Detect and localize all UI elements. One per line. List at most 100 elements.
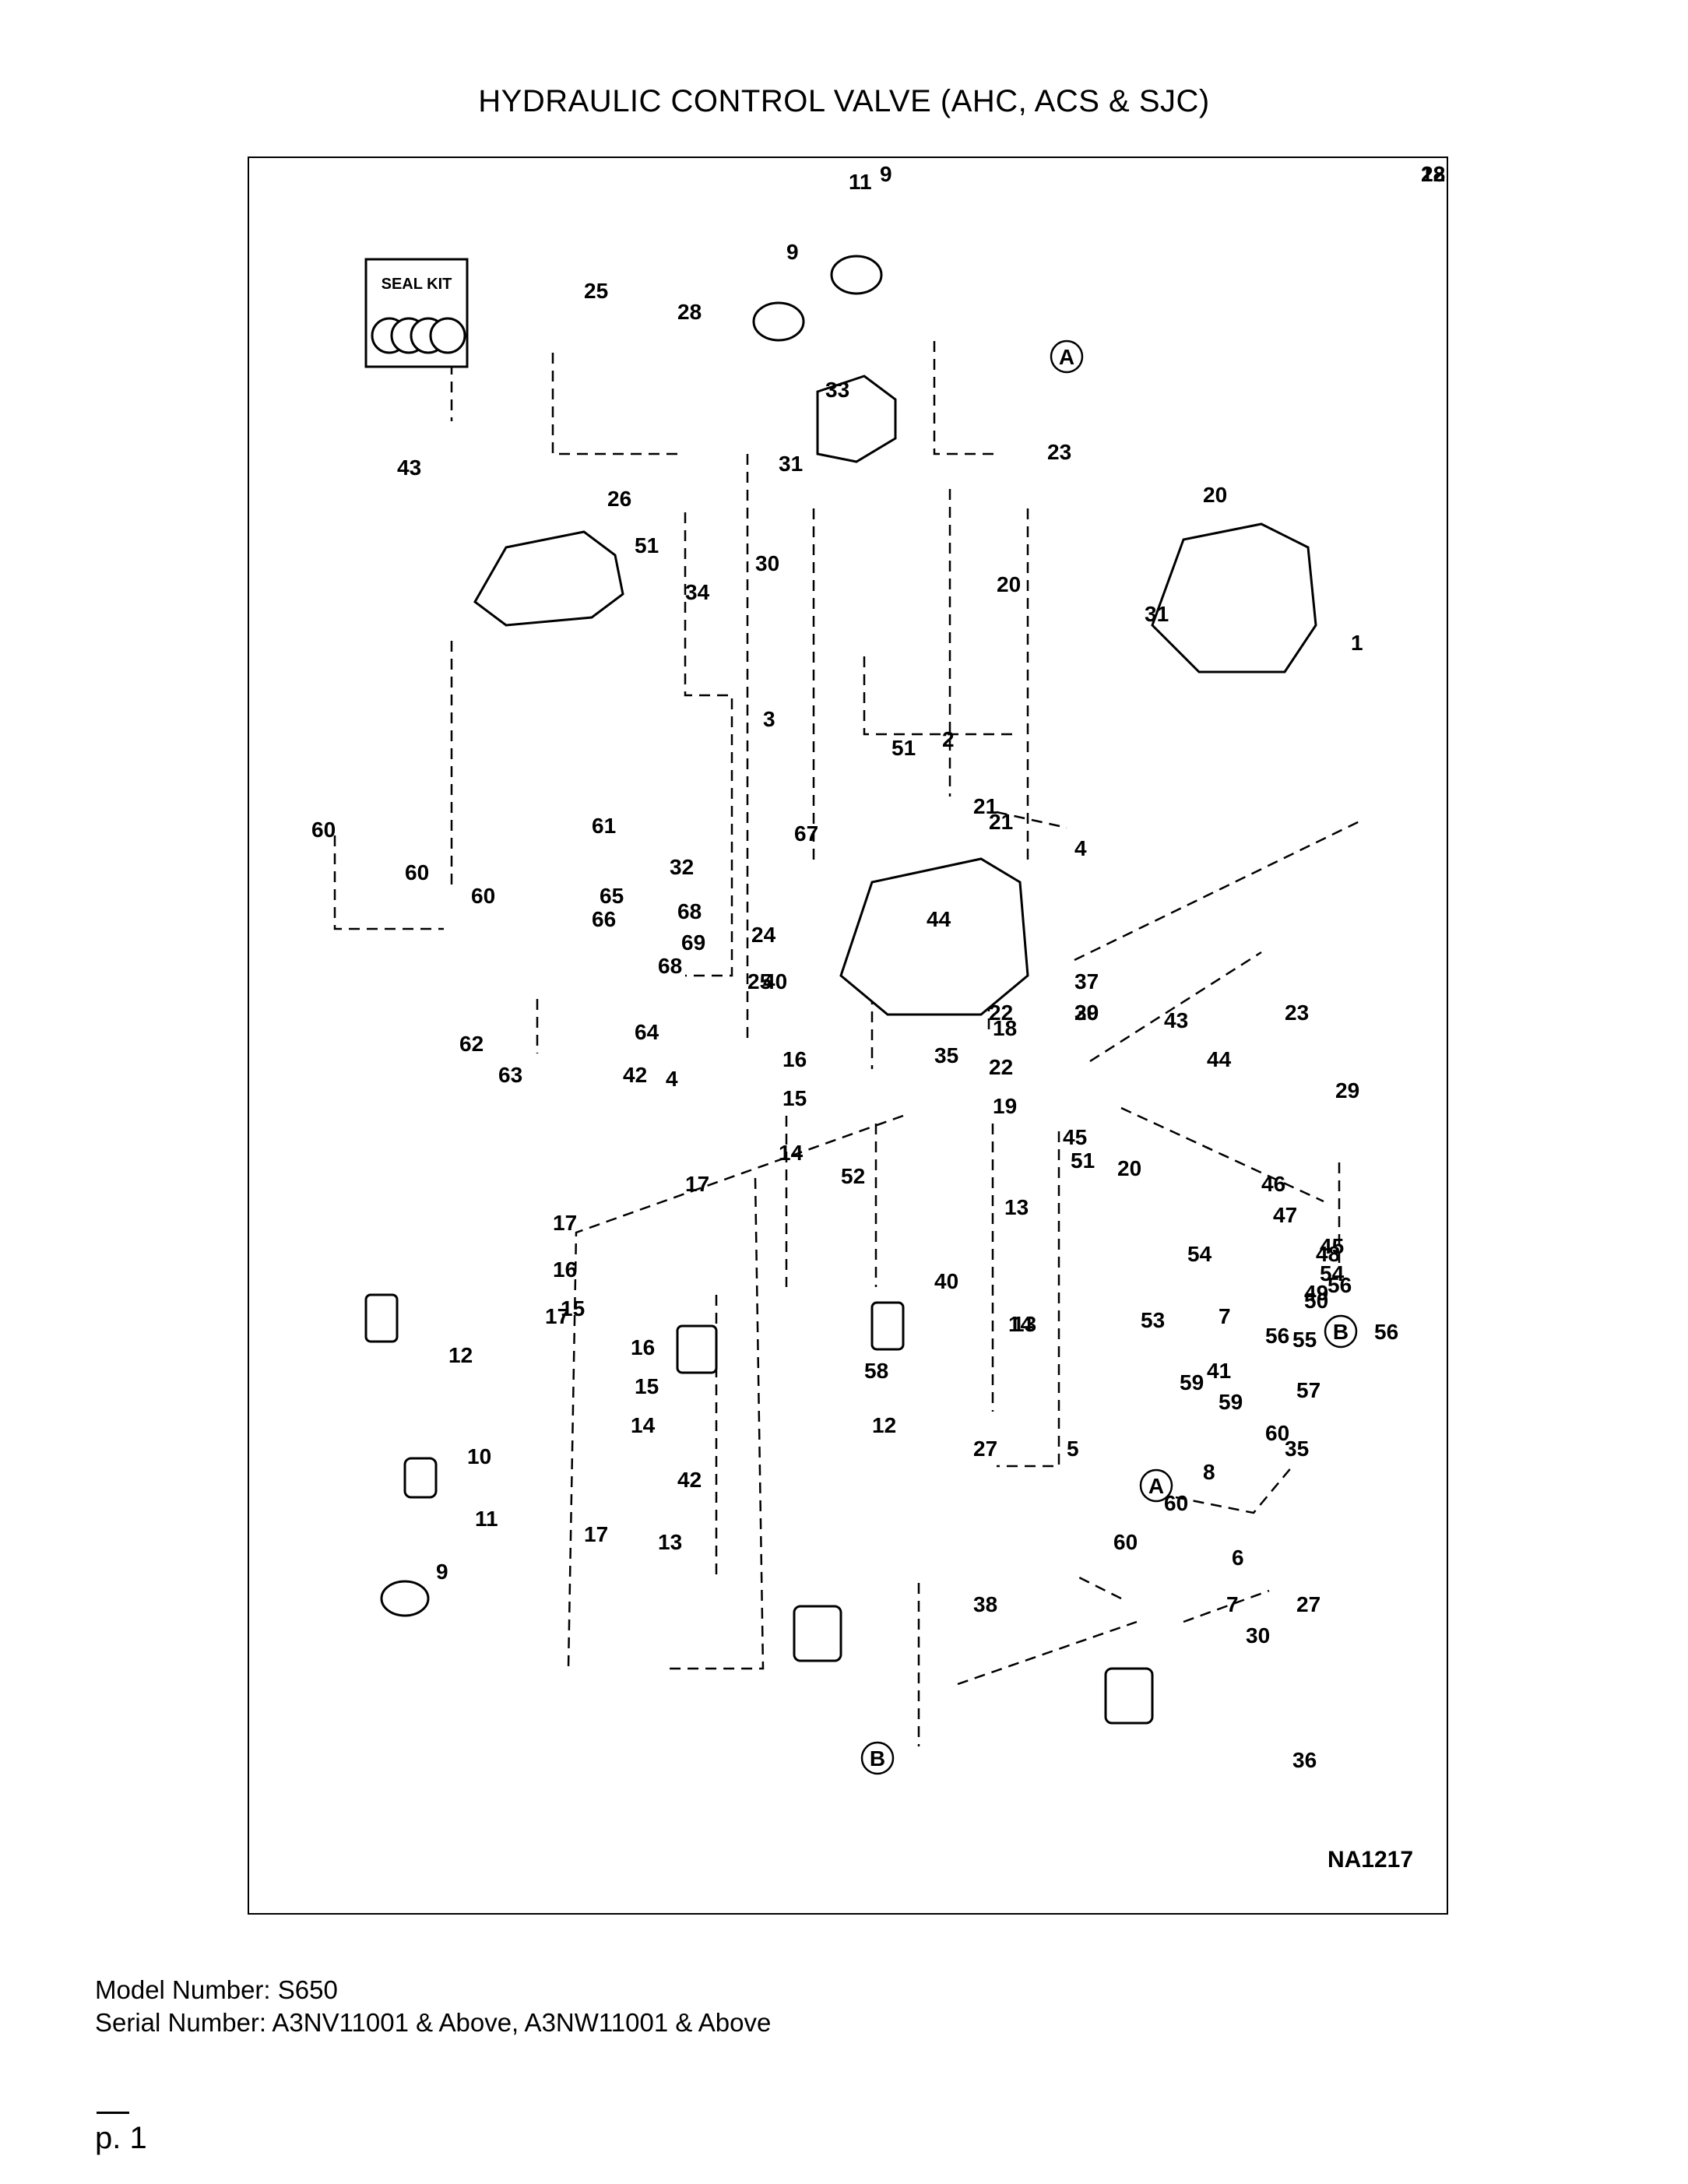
serial-number: Serial Number: A3NV11001 & Above, A3NW11…: [95, 2008, 772, 2037]
part-callout-60: 60: [471, 884, 495, 908]
part-callout-7: 7: [1226, 1592, 1239, 1616]
part-callout-65: 65: [600, 884, 624, 908]
part-callout-68: 68: [677, 899, 702, 923]
figure-id: NA1217: [1328, 1847, 1413, 1873]
part-callout-45: 45: [1063, 1125, 1087, 1149]
part-callout-9: 9: [880, 162, 892, 186]
part-callout-64: 64: [635, 1020, 659, 1044]
page-rule: [97, 2112, 129, 2114]
part-callout-55: 55: [1292, 1328, 1317, 1352]
part-callout-14: 14: [779, 1141, 804, 1165]
part-callout-54: 54: [1187, 1242, 1212, 1266]
connector-b-label: B: [1333, 1320, 1349, 1344]
part-callout-23: 23: [1047, 440, 1071, 464]
part-callout-21: 21: [973, 794, 997, 818]
part-callout-27: 27: [973, 1437, 997, 1461]
part-callout-66: 66: [592, 907, 616, 931]
part-callout-46: 46: [1261, 1172, 1285, 1196]
part-callout-33: 33: [825, 378, 849, 402]
part-callout-11: 11: [849, 170, 872, 194]
part-callout-17: 17: [553, 1211, 577, 1235]
part-callout-20: 20: [997, 572, 1021, 596]
part-callout-56: 56: [1265, 1324, 1289, 1348]
part-callout-40: 40: [934, 1269, 958, 1293]
part-callout-59: 59: [1180, 1370, 1204, 1394]
part-callout-20: 20: [1074, 1001, 1099, 1025]
part-callout-57: 57: [1296, 1378, 1321, 1402]
footer: Model Number: S650 Serial Number: A3NV11…: [95, 1974, 771, 2039]
part-callout-60: 60: [1265, 1421, 1289, 1445]
part-callout-35: 35: [1285, 1437, 1309, 1461]
part-callout-9: 9: [786, 240, 799, 264]
part-callout-43: 43: [397, 455, 421, 480]
part-callout-15: 15: [635, 1374, 659, 1398]
part-callout-13: 13: [1004, 1195, 1029, 1219]
part-callout-16: 16: [553, 1257, 577, 1282]
part-callout-51: 51: [635, 533, 659, 557]
part-callout-15: 15: [561, 1296, 585, 1321]
connector-a-label: A: [1059, 345, 1074, 369]
part-callout-42: 42: [677, 1468, 702, 1492]
part-callout-54: 54: [1320, 1261, 1345, 1285]
part-callout-37: 37: [1074, 969, 1099, 994]
part-callout-67: 67: [794, 821, 818, 846]
page-title: HYDRAULIC CONTROL VALVE (AHC, ACS & SJC): [478, 84, 1210, 118]
part-callout-16: 16: [631, 1335, 655, 1359]
part-callout-24: 24: [751, 923, 776, 947]
part-callout-39: 39: [1074, 1001, 1099, 1025]
part-callout-14: 14: [1008, 1312, 1033, 1336]
part-callout-20: 20: [1117, 1156, 1141, 1180]
part-callout-32: 32: [670, 855, 694, 879]
part-callout-31: 31: [1145, 602, 1169, 626]
part-callout-4: 4: [1074, 836, 1087, 860]
part-callout-17: 17: [685, 1172, 709, 1196]
part-callout-8: 8: [1203, 1460, 1215, 1484]
part-callout-51: 51: [1071, 1148, 1095, 1173]
part-callout-4: 4: [666, 1067, 678, 1091]
part-callout-34: 34: [685, 580, 710, 604]
part-callout-44: 44: [1207, 1047, 1232, 1071]
part-callout-14: 14: [631, 1413, 656, 1437]
part-callout-52: 52: [841, 1164, 865, 1188]
part-callout-5: 5: [1067, 1437, 1079, 1461]
connector-a-label: A: [1148, 1474, 1164, 1498]
part-callout-42: 42: [623, 1063, 647, 1087]
part-callout-3: 3: [763, 707, 775, 731]
part-callout-59: 59: [1219, 1390, 1243, 1414]
part-callout-1: 1: [1351, 631, 1363, 655]
part-callout-6: 6: [1232, 1546, 1244, 1570]
part-callout-28: 28: [1421, 162, 1445, 186]
part-callout-20: 20: [1203, 483, 1227, 507]
part-callout-61: 61: [592, 814, 616, 838]
part-callout-62: 62: [459, 1032, 484, 1056]
seal-kit-label: SEAL KIT: [382, 276, 452, 293]
part-callout-31: 31: [779, 452, 803, 476]
part-callout-11: 11: [475, 1507, 498, 1531]
part-callout-9: 9: [436, 1560, 448, 1584]
part-callout-56: 56: [1374, 1320, 1398, 1344]
part-callout-36: 36: [1292, 1748, 1317, 1772]
part-callout-51: 51: [891, 736, 916, 760]
part-callout-22: 22: [989, 1001, 1013, 1025]
part-callout-22: 22: [989, 1055, 1013, 1079]
part-callout-15: 15: [782, 1086, 807, 1110]
part-callout-60: 60: [1113, 1530, 1138, 1554]
part-callout-2: 2: [942, 727, 955, 751]
part-callout-30: 30: [755, 551, 779, 575]
part-callout-28: 28: [677, 300, 702, 324]
model-number: Model Number: S650: [95, 1975, 338, 2004]
part-callout-60: 60: [1164, 1491, 1188, 1515]
part-callout-63: 63: [498, 1063, 522, 1087]
part-callout-12: 12: [1421, 162, 1445, 186]
part-callout-26: 26: [607, 487, 631, 511]
part-callout-12: 12: [448, 1343, 473, 1367]
part-callout-30: 30: [1246, 1623, 1270, 1648]
part-callout-40: 40: [763, 969, 787, 994]
part-callout-49: 49: [1304, 1281, 1328, 1305]
part-callout-58: 58: [864, 1359, 888, 1383]
diagram-canvas: A A B B SEAL KIT NA1217 1234456778999101…: [311, 162, 1445, 1873]
page-number: p. 1: [95, 2121, 147, 2155]
part-callout-50: 50: [1304, 1289, 1328, 1313]
part-callout-53: 53: [1141, 1308, 1165, 1332]
